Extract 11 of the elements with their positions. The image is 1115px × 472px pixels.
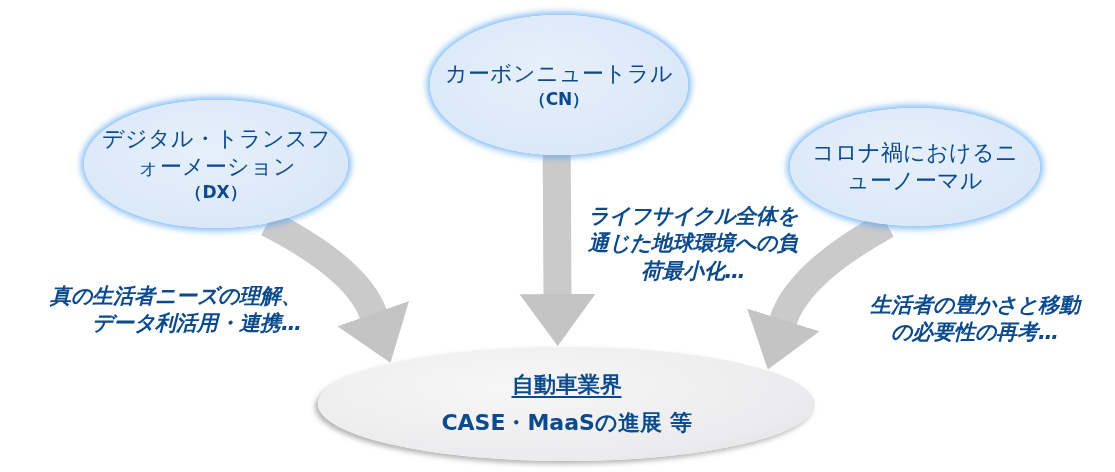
edge-label: 生活者の豊かさと移動の必要性の再考…	[869, 292, 1083, 347]
ellipse-heading: 自動車業界	[510, 370, 623, 399]
block-arrow	[519, 154, 596, 346]
ellipse-subtext: CASE・MaaSの進展 等	[441, 408, 692, 437]
edge-label: 真の生活者ニーズの理解、データ利活用・連携…	[49, 283, 302, 338]
ellipse-heading: カーボンニュートラル	[444, 59, 674, 88]
ellipse-heading: デジタル・トランスフォーメーション	[100, 124, 332, 181]
ellipse-subtext: （DX）	[185, 181, 247, 204]
ellipse-subtext: （CN）	[528, 88, 590, 111]
edge-label: ライフサイクル全体を通じた地球環境への負荷最小化…	[587, 203, 800, 285]
ellipse-heading: コロナ禍におけるニューノーマル	[811, 138, 1019, 195]
